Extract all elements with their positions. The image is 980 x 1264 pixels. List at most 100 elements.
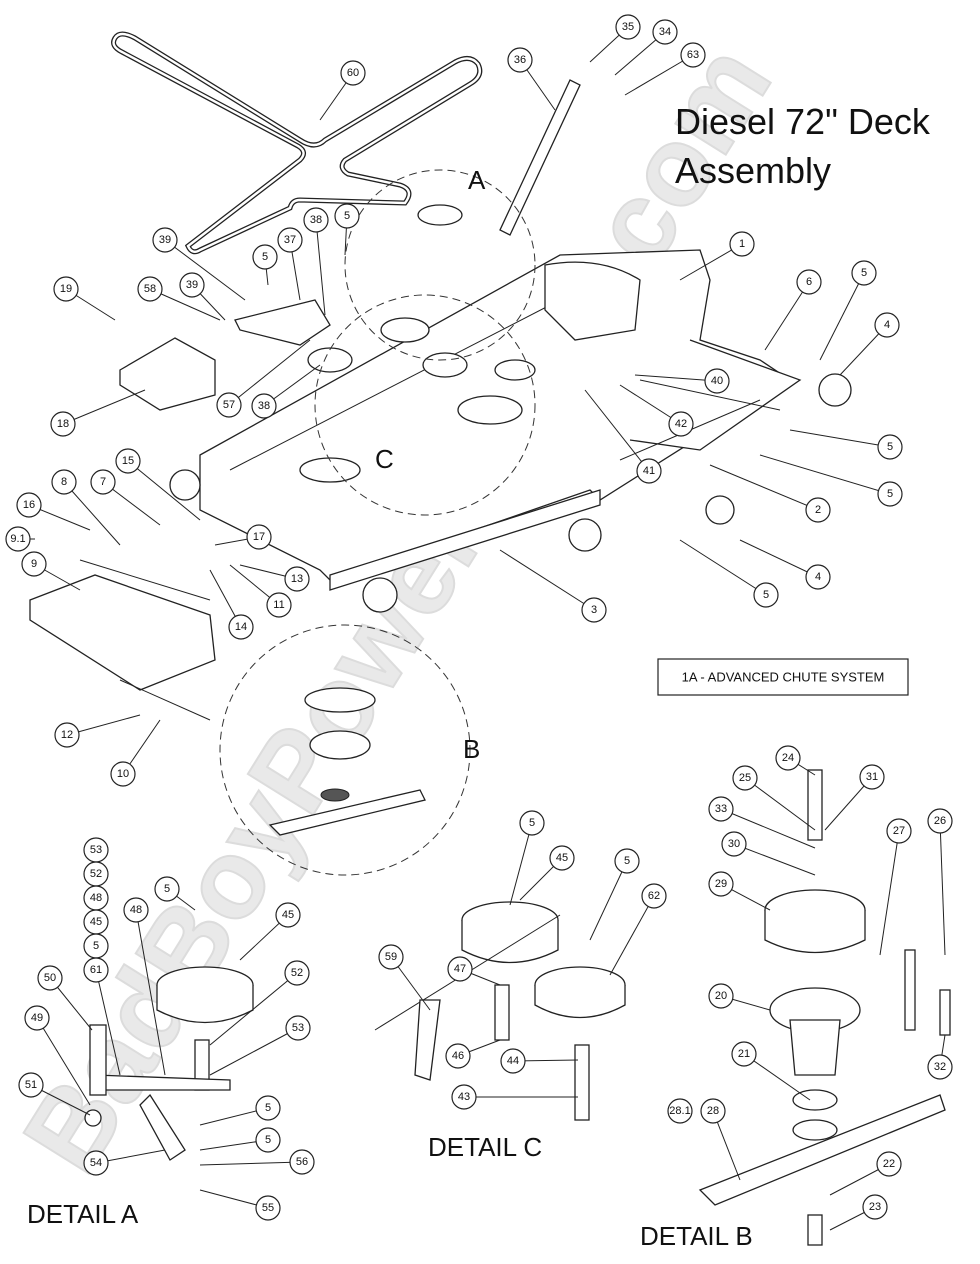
callout-leader [127, 460, 201, 521]
callout-number: 12 [61, 729, 73, 741]
view-label-b: B [463, 734, 480, 764]
callout-26: 26 [927, 808, 953, 956]
callout-number: 5 [93, 940, 99, 952]
callout-57: 57 [216, 339, 311, 418]
callout-balloon [90, 469, 116, 495]
callout-balloon [851, 260, 877, 286]
callout-number: 20 [715, 990, 727, 1002]
callout-number: 22 [883, 1158, 895, 1170]
callout-leader [66, 714, 141, 736]
callout-number: 1 [739, 238, 745, 250]
callout-leader [624, 54, 694, 96]
callout-number: 37 [284, 234, 296, 246]
callout-48: 48 [123, 897, 166, 1076]
callout-balloon [152, 227, 178, 253]
callout-balloon [340, 60, 366, 86]
callout-number: 39 [159, 234, 171, 246]
callout-balloon [83, 957, 109, 983]
callout-leader [739, 539, 819, 578]
callout-number: 40 [711, 375, 723, 387]
callout-balloon [927, 1054, 953, 1080]
callout-38: 38 [251, 364, 321, 419]
callout-number: 19 [60, 283, 72, 295]
callout-number: 38 [310, 214, 322, 226]
callout-number: 39 [186, 279, 198, 291]
callout-52: 52 [209, 960, 310, 1046]
callout-number: 5 [262, 251, 268, 263]
callout-56: 56 [199, 1149, 315, 1175]
callout-balloon [334, 203, 360, 229]
callout-5: 5 [199, 1095, 281, 1126]
callout-number: 33 [715, 803, 727, 815]
callout-balloon [303, 207, 329, 233]
callout-balloon [54, 722, 80, 748]
callout-number: 52 [291, 967, 303, 979]
callout-balloon [251, 393, 277, 419]
callout-number: 51 [25, 1079, 37, 1091]
callout-balloon [289, 1149, 315, 1175]
callout-21: 21 [731, 1041, 811, 1101]
callout-leader [939, 820, 946, 956]
callout-46: 46 [445, 1039, 501, 1069]
callout-number: 48 [90, 892, 102, 904]
callout-60: 60 [319, 60, 366, 121]
callout-number: 11 [273, 599, 284, 611]
view-b-circle [219, 624, 471, 876]
callout-34: 34 [614, 19, 678, 76]
callout-17: 17 [214, 524, 272, 550]
callout-number: 54 [90, 1157, 102, 1169]
callout-balloon [753, 582, 779, 608]
callout-number: 9.1 [10, 533, 25, 545]
callout-5: 5 [679, 539, 779, 608]
callout-31: 31 [824, 764, 885, 831]
callout-4: 4 [839, 312, 900, 376]
callout-14: 14 [209, 569, 254, 640]
callout-leader [149, 288, 221, 321]
callout-balloon [680, 42, 706, 68]
callout-leader [589, 860, 628, 941]
callout-51: 51 [18, 1072, 91, 1116]
callout-28.1: 28.1 [667, 1098, 693, 1124]
callout-number: 42 [675, 418, 687, 430]
callout-number: 63 [687, 49, 699, 61]
callout-10: 10 [110, 719, 161, 787]
callout-number: 30 [728, 838, 740, 850]
callout-balloon [859, 764, 885, 790]
callout-balloon [862, 1194, 888, 1220]
callout-leader [135, 909, 166, 1076]
callout-balloon [549, 845, 575, 871]
callout-number: 61 [90, 964, 102, 976]
callout-number: 18 [57, 418, 69, 430]
callout-balloon [51, 469, 77, 495]
callout-balloon [700, 1098, 726, 1124]
callout-number: 17 [253, 531, 265, 543]
callout-leader [764, 281, 810, 351]
callout-leader [209, 972, 298, 1046]
callout-balloon [775, 745, 801, 771]
callout-32: 32 [927, 1034, 953, 1080]
callout-number: 26 [934, 815, 946, 827]
callout-45: 45 [239, 902, 301, 961]
callout-number: 21 [738, 1048, 750, 1060]
callout-leader [228, 339, 311, 406]
callout-number: 5 [763, 589, 769, 601]
callout-balloon [255, 1195, 281, 1221]
callout-5: 5 [83, 933, 109, 959]
callout-balloon [500, 1048, 526, 1074]
callout-number: 43 [458, 1091, 470, 1103]
callout-number: 41 [643, 465, 655, 477]
callout-62: 62 [609, 883, 667, 976]
chute-system-box: 1A - ADVANCED CHUTE SYSTEM [657, 658, 909, 696]
callout-11: 11 [229, 564, 292, 618]
view-c-circle [314, 294, 536, 516]
callout-balloon [277, 227, 303, 253]
callout-leader [62, 389, 146, 425]
callout-59: 59 [378, 944, 431, 1011]
callout-2: 2 [709, 464, 831, 523]
callout-1: 1 [679, 231, 755, 281]
callout-number: 49 [31, 1012, 43, 1024]
callout-number: 46 [452, 1050, 464, 1062]
callout-23: 23 [829, 1194, 888, 1231]
